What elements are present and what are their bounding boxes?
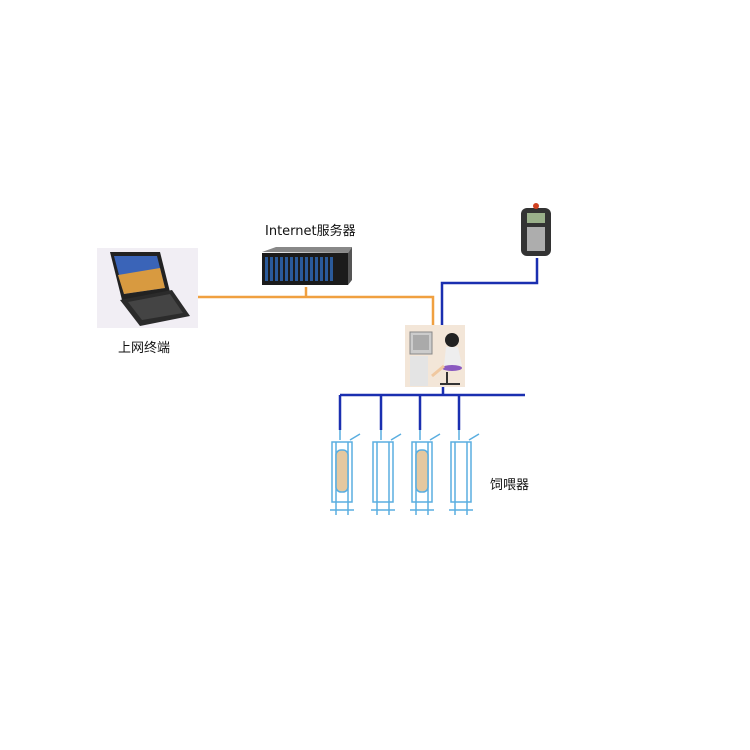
- handheld-controller-icon: [521, 203, 551, 256]
- feeder-icon: [330, 430, 361, 515]
- server-label: Internet服务器: [265, 224, 356, 239]
- laptop-icon: [97, 248, 198, 328]
- feeder-group: [330, 430, 480, 515]
- operator-workstation-icon: [405, 325, 465, 387]
- internet-connection-lines: [192, 287, 435, 325]
- terminal-label: 上网终端: [118, 341, 171, 356]
- server-icon: [262, 247, 352, 285]
- feeder-label: 饲喂器: [490, 478, 530, 493]
- feeder-icon: [449, 430, 480, 515]
- control-network-lines: [338, 258, 539, 430]
- feeder-icon: [371, 430, 402, 515]
- feeder-icon: [410, 430, 441, 515]
